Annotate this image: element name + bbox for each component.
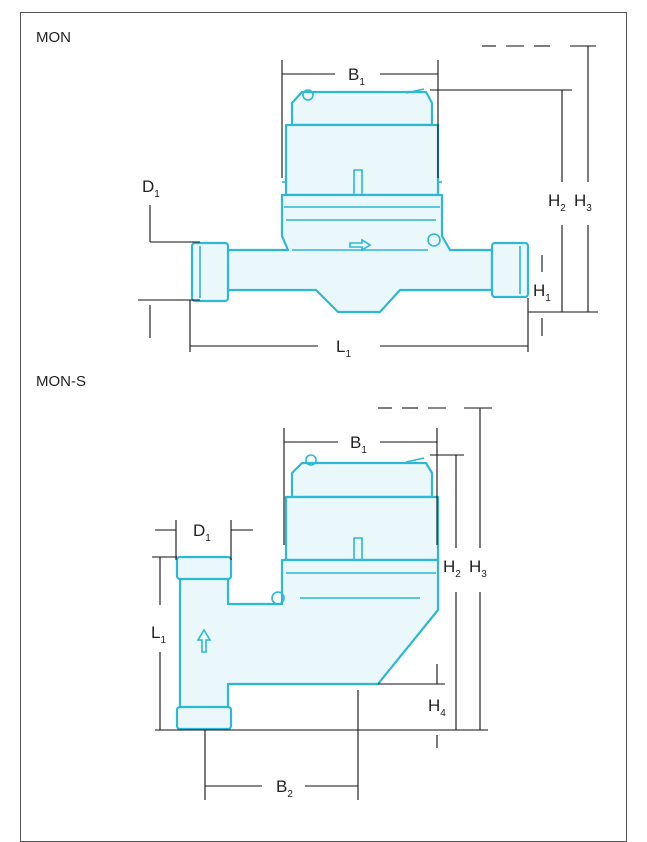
- mon-s-meter-lid: [290, 461, 434, 499]
- mon-body-lug: [427, 233, 441, 247]
- mon-s-label-l1: L1: [151, 623, 166, 646]
- mon-s-flow-arrow-icon: [196, 628, 212, 653]
- mon-s-lid-hinge: [305, 454, 317, 466]
- mon-s-meter-body: [178, 558, 440, 712]
- dimension-drawings: MON: [36, 29, 598, 800]
- mon-s-title: MON-S: [36, 373, 86, 390]
- mon-s-dimension-lines: [152, 407, 492, 800]
- mon-s-meter-drawing: [175, 454, 440, 731]
- mon-lid-hinge: [302, 89, 314, 101]
- mon-inlet-thread: [190, 241, 230, 303]
- mon-label-h3: H3: [574, 191, 592, 214]
- mon-label-b1: B1: [348, 65, 365, 88]
- mon-s-section: MON-S: [36, 373, 492, 800]
- mon-meter-drawing: [190, 88, 530, 314]
- mon-s-label-d1: D1: [193, 521, 211, 544]
- mon-s-top-thread: [175, 555, 233, 581]
- mon-label-l1: L1: [336, 337, 351, 360]
- mon-s-label-h2: H2: [443, 557, 461, 580]
- mon-meter-body: [226, 193, 494, 314]
- mon-dimension-labels: B1 D1 H1 H2 H3 L1: [142, 65, 592, 360]
- mon-label-h1: H1: [533, 281, 551, 304]
- mon-flow-arrow-icon: [349, 238, 372, 252]
- mon-s-label-h4: H4: [428, 696, 446, 719]
- mon-s-label-b1: B1: [350, 433, 367, 456]
- mon-s-register-notch: [353, 537, 363, 560]
- mon-s-lid-clip: [405, 457, 425, 463]
- mon-lid-clip: [405, 88, 425, 94]
- mon-label-h2: H2: [548, 191, 566, 214]
- mon-s-dimension-labels: B1 D1 L1 H2 H3 H4 B2: [151, 433, 487, 800]
- mon-s-bottom-thread: [175, 705, 233, 731]
- mon-register-notch: [353, 169, 363, 195]
- mon-s-label-b2: B2: [276, 777, 293, 800]
- mon-dimension-lines: [138, 45, 598, 352]
- mon-title: MON: [36, 29, 71, 46]
- mon-label-d1: D1: [142, 177, 160, 200]
- mon-outlet-thread: [490, 241, 530, 299]
- mon-section: MON: [36, 29, 598, 360]
- mon-s-body-lug: [271, 591, 285, 605]
- mon-s-label-h3: H3: [469, 557, 487, 580]
